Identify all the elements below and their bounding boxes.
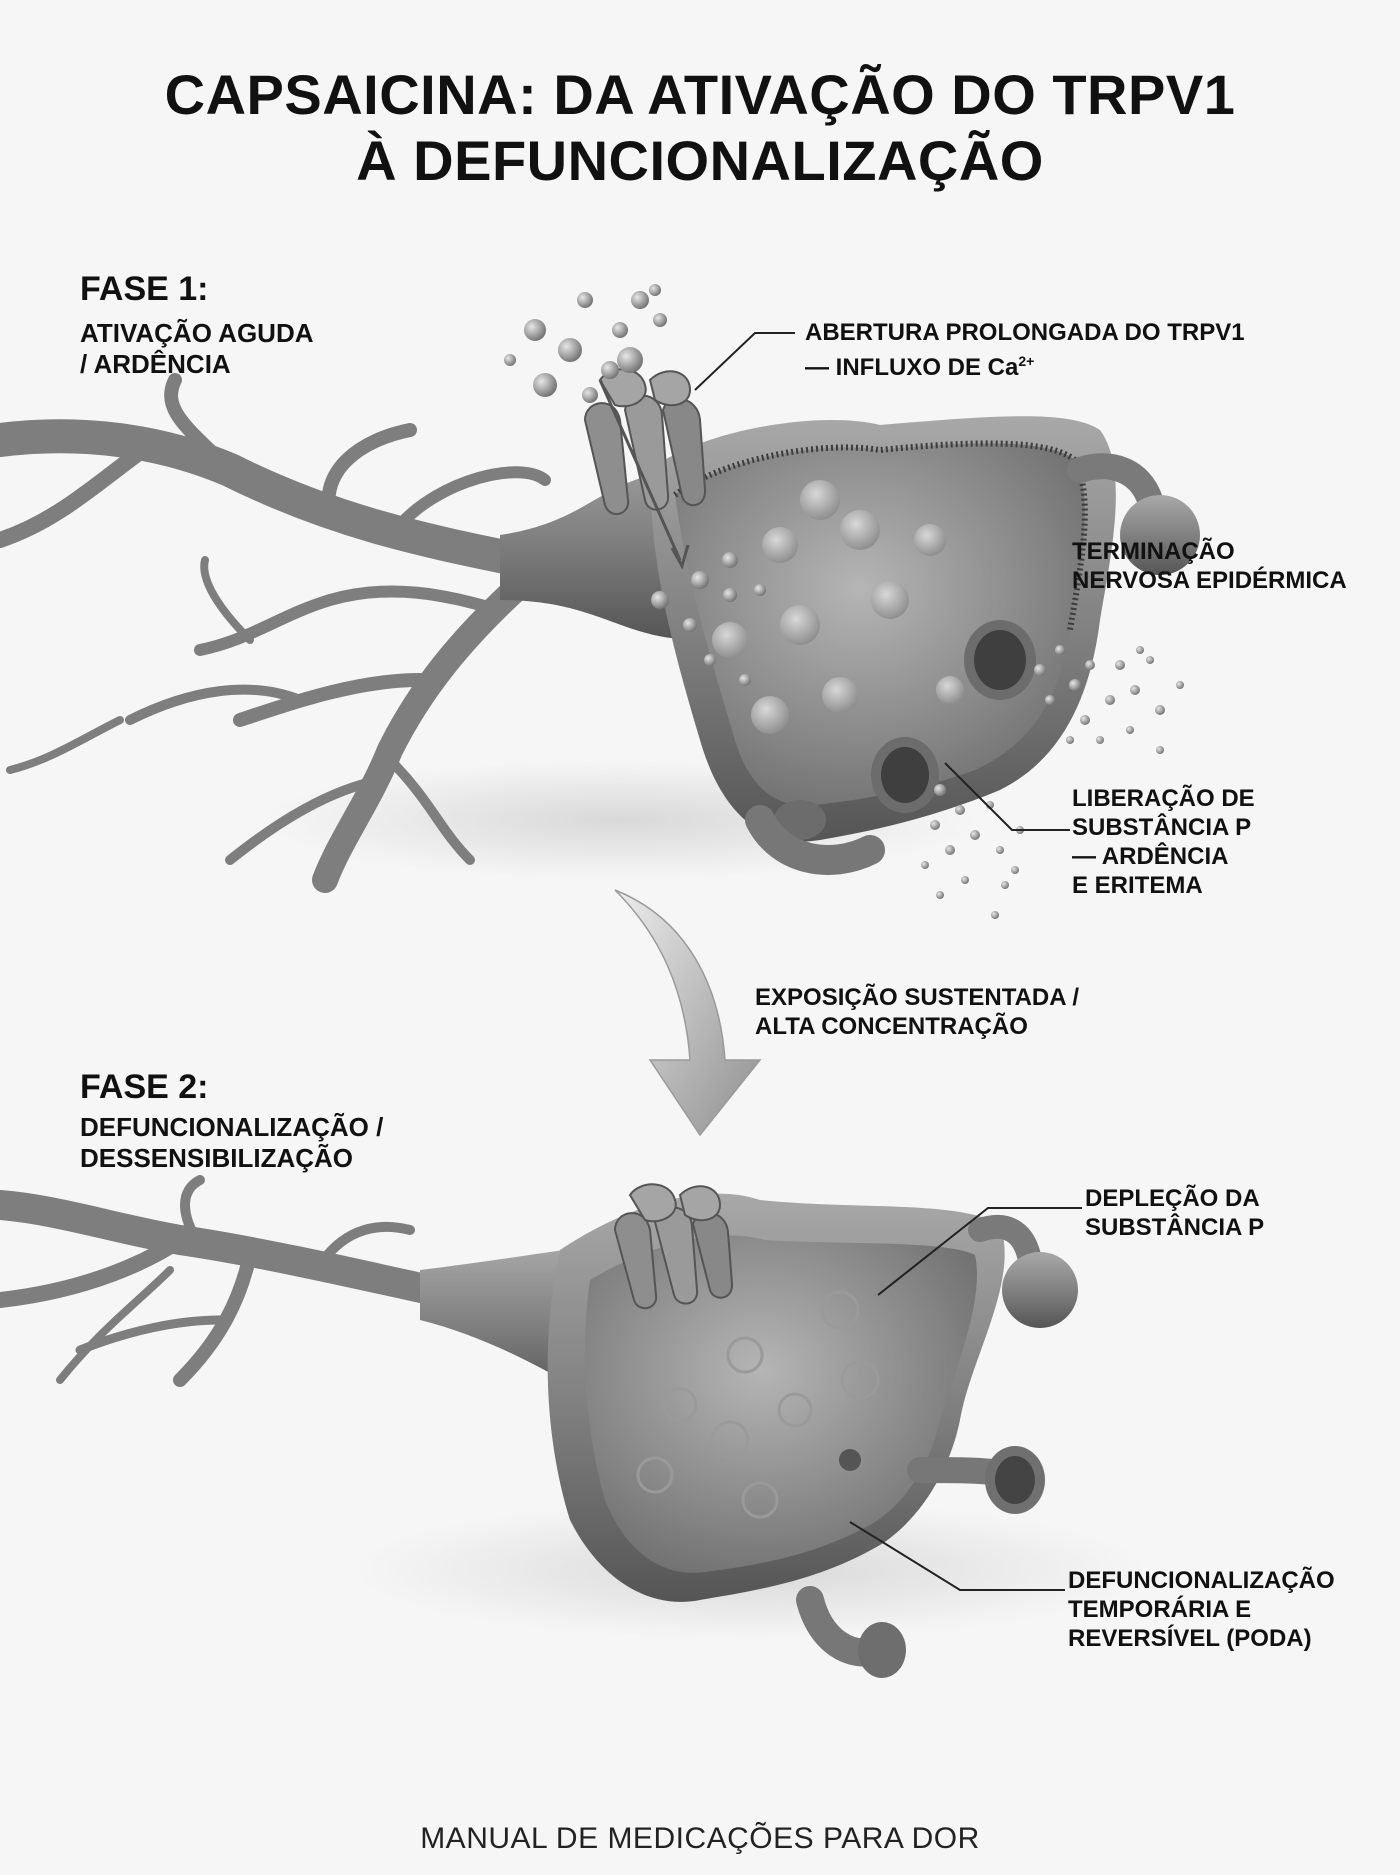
label-defunc-line1: DEFUNCIONALIZAÇÃO bbox=[1068, 1567, 1335, 1594]
label-transition-line2: ALTA CONCENTRAÇÃO bbox=[755, 1013, 1028, 1040]
page-title: CAPSAICINA: DA ATIVAÇÃO DO TRPV1 À DEFUN… bbox=[0, 62, 1400, 194]
label-trpv1-line2: — INFLUXO DE Ca bbox=[805, 354, 1019, 381]
phase2-subtitle-line1: DEFUNCIONALIZAÇÃO / bbox=[80, 1112, 384, 1142]
label-defunc-line2: TEMPORÁRIA E bbox=[1068, 1596, 1252, 1623]
phase2-subtitle: DEFUNCIONALIZAÇÃO / DESSENSIBILIZAÇÃO bbox=[80, 1112, 383, 1174]
leader-lines bbox=[694, 332, 1082, 1591]
label-depletion-line2: SUBSTÂNCIA P bbox=[1085, 1214, 1265, 1241]
label-terminal-line1: TERMINAÇÃO bbox=[1072, 538, 1235, 565]
trpv1-closed-icon bbox=[613, 1183, 734, 1310]
label-substance-p-depletion: DEPLEÇÃO DA SUBSTÂNCIA P bbox=[1085, 1184, 1264, 1242]
label-trpv1-line1: ABERTURA PROLONGADA DO TRPV1 bbox=[805, 319, 1245, 346]
footer-text: MANUAL DE MEDICAÇÕES PARA DOR bbox=[420, 1822, 980, 1855]
label-defunctionalization: DEFUNCIONALIZAÇÃO TEMPORÁRIA E REVERSÍVE… bbox=[1068, 1566, 1335, 1653]
neuron-phase1 bbox=[0, 284, 1200, 919]
page-title-line2: À DEFUNCIONALIZAÇÃO bbox=[356, 129, 1044, 192]
label-epidermal-terminal: TERMINAÇÃO NERVOSA EPIDÉRMICA bbox=[1072, 537, 1347, 595]
page-title-line1: CAPSAICINA: DA ATIVAÇÃO DO TRPV1 bbox=[164, 63, 1236, 126]
neuron-phase2 bbox=[0, 1175, 1150, 1678]
label-release-line1: LIBERAÇÃO DE bbox=[1072, 785, 1255, 812]
label-release-line2: SUBSTÂNCIA P bbox=[1072, 814, 1252, 841]
label-defunc-line3: REVERSÍVEL (PODA) bbox=[1068, 1625, 1312, 1652]
label-substance-p-release: LIBERAÇÃO DE SUBSTÂNCIA P — ARDÊNCIA E E… bbox=[1072, 784, 1255, 900]
phase1-heading: FASE 1: bbox=[80, 270, 209, 308]
label-terminal-line2: NERVOSA EPIDÉRMICA bbox=[1072, 567, 1347, 594]
phase2-heading: FASE 2: bbox=[80, 1068, 209, 1106]
label-depletion-line1: DEPLEÇÃO DA bbox=[1085, 1185, 1260, 1212]
phase1-subtitle: ATIVAÇÃO AGUDA / ARDÊNCIA bbox=[80, 318, 314, 380]
transition-arrow-icon bbox=[614, 889, 762, 1137]
label-release-line3: — ARDÊNCIA bbox=[1072, 843, 1229, 870]
phase1-subtitle-line1: ATIVAÇÃO AGUDA bbox=[80, 318, 314, 348]
label-transition: EXPOSIÇÃO SUSTENTADA / ALTA CONCENTRAÇÃO bbox=[755, 983, 1079, 1041]
label-trpv1-opening: ABERTURA PROLONGADA DO TRPV1 — INFLUXO D… bbox=[805, 318, 1245, 382]
label-trpv1-sup: 2+ bbox=[1018, 353, 1035, 369]
label-trpv1-line2-wrap: — INFLUXO DE Ca2+ bbox=[805, 347, 1245, 382]
trpv1-channel-icon bbox=[583, 368, 707, 515]
phase1-subtitle-line2: / ARDÊNCIA bbox=[80, 349, 231, 379]
phase2-subtitle-line2: DESSENSIBILIZAÇÃO bbox=[80, 1143, 354, 1173]
label-release-line4: E ERITEMA bbox=[1072, 872, 1203, 899]
label-transition-line1: EXPOSIÇÃO SUSTENTADA / bbox=[755, 984, 1080, 1011]
